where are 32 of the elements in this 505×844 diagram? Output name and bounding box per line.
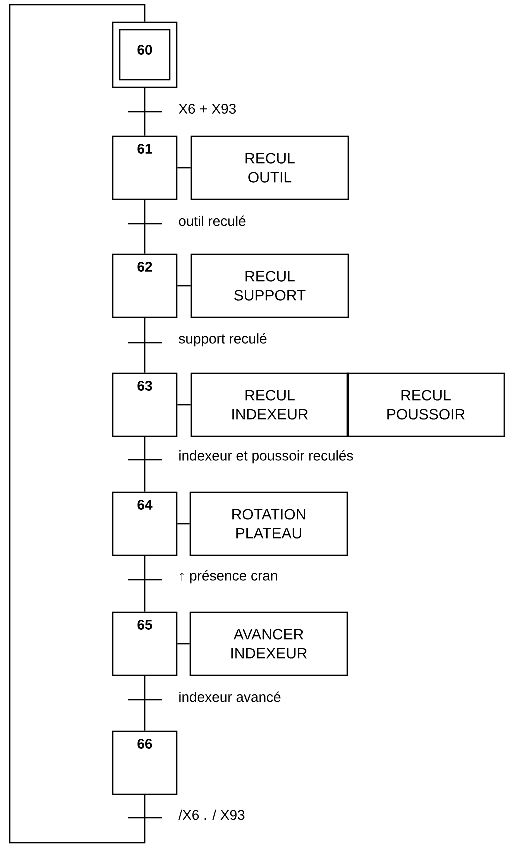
step-box: 64 — [112, 492, 178, 556]
step-box: 60 — [112, 22, 178, 88]
link-line — [144, 437, 146, 492]
action-link — [178, 523, 190, 525]
action-box: RECUL SUPPORT — [190, 254, 350, 318]
edge-label: support reculé — [179, 333, 267, 347]
edge-label: indexeur et poussoir reculés — [180, 450, 354, 464]
edge-label: outil reculé — [179, 216, 246, 226]
action-link — [178, 167, 191, 169]
step-box: 65 — [112, 612, 178, 676]
edge-label: /X6 . / X93 — [178, 810, 245, 820]
step-box: 63 — [112, 372, 178, 438]
step-box: 66 — [112, 730, 178, 796]
action-box: RECUL OUTIL — [190, 136, 350, 200]
action-box: ROTATION PLATEAU — [190, 492, 348, 556]
link-line — [144, 200, 146, 254]
link-line — [144, 556, 146, 612]
step-box: 62 — [112, 254, 178, 318]
action-box: RECUL INDEXEUR — [190, 372, 350, 438]
action-box: RECUL POUSSOIR — [346, 372, 505, 438]
link-line — [144, 676, 146, 731]
loop-line — [9, 4, 146, 844]
action-box: AVANCER INDEXEUR — [190, 612, 348, 676]
action-link — [178, 404, 191, 406]
link-line — [144, 318, 146, 373]
edge-label: ↑ présence cran — [180, 570, 278, 584]
action-link — [178, 643, 190, 645]
edge-label: indexeur avancé — [180, 692, 281, 702]
action-link — [178, 285, 191, 287]
link-line — [144, 88, 146, 136]
edge-label: X6 + X93 — [178, 104, 236, 114]
step-box: 61 — [112, 136, 178, 200]
